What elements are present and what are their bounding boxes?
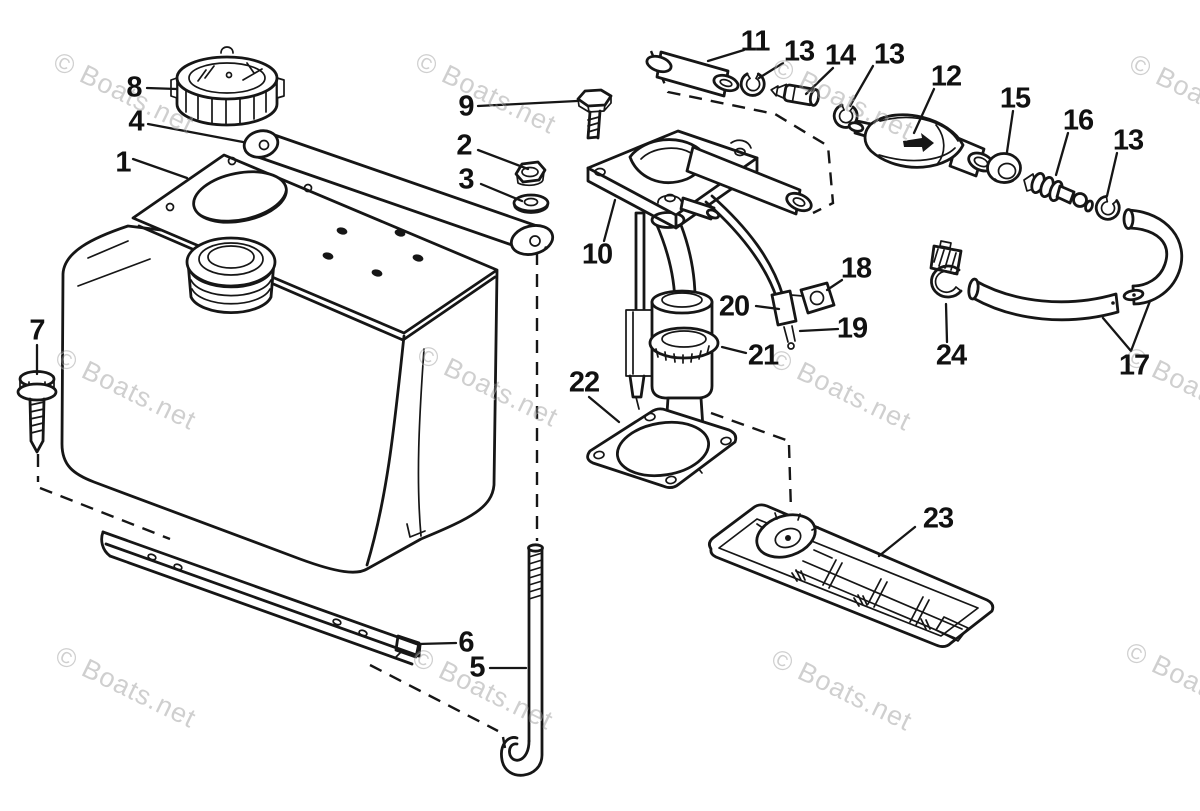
callout-1-fuel-tank-leader: [131, 157, 189, 180]
callout-15-grommet-leader: [1005, 109, 1015, 154]
callout-9-screw-leader: [476, 99, 579, 108]
callout-13-clamp-a-leader: [757, 61, 785, 80]
connector-16-drawing: [1023, 172, 1094, 213]
fitting-14-drawing: [770, 83, 821, 107]
callout-19-terminal-leader: [798, 327, 840, 333]
mount-rail-drawing: [36, 454, 507, 749]
lead-wire-drawing: [704, 194, 836, 350]
callout-13-clamp-c-leader: [1105, 151, 1119, 198]
callout-23-filter-plate-leader: [877, 525, 917, 558]
clamp-13b-drawing: [832, 103, 859, 129]
callout-12-primer-bulb-leader: [912, 87, 936, 135]
fuel-cap-drawing: [170, 46, 285, 127]
primer-bulb-drawing: [847, 113, 995, 178]
callout-24-clamp-leader: [944, 302, 949, 344]
callout-17-hose-leader: [1101, 299, 1152, 353]
callout-11-hose-leader: [706, 48, 746, 63]
hose-17-drawing: [967, 208, 1184, 322]
j-bolt-drawing: [500, 252, 544, 777]
callout-3-washer-leader: [479, 182, 524, 203]
clamp-13c-drawing: [1094, 195, 1121, 221]
lag-bolt-drawing: [16, 370, 58, 454]
washer-drawing: [512, 193, 550, 214]
callout-4-strap-leader: [146, 122, 245, 144]
fuel-hose-11-drawing: [645, 50, 835, 215]
callout-10-pickup-leader: [602, 198, 617, 243]
filter-plate-23-drawing: [708, 503, 995, 648]
callout-6-rail-leader: [416, 641, 458, 646]
gasket-22-drawing: [586, 407, 793, 512]
callout-22-gasket-leader: [587, 395, 621, 424]
callout-18-connector-leader: [825, 278, 844, 292]
callout-16-connector-leader: [1054, 131, 1070, 177]
clamp-13a-drawing: [739, 72, 766, 97]
callout-20-lead-wire-leader: [754, 304, 781, 311]
screw-drawing: [576, 88, 613, 140]
callout-21-collar-leader: [720, 345, 748, 355]
clamp-24-drawing: [929, 240, 963, 299]
leader-lines: [35, 48, 1152, 670]
grommet-15-drawing: [986, 152, 1022, 184]
callout-14-fitting-leader: [804, 66, 835, 96]
fuel-tank-drawing: [60, 153, 499, 574]
tank-strap-drawing: [242, 129, 555, 256]
callout-13-clamp-b-leader: [848, 64, 875, 108]
callout-8-cap-leader: [145, 86, 179, 91]
callout-2-nut-leader: [476, 148, 530, 171]
